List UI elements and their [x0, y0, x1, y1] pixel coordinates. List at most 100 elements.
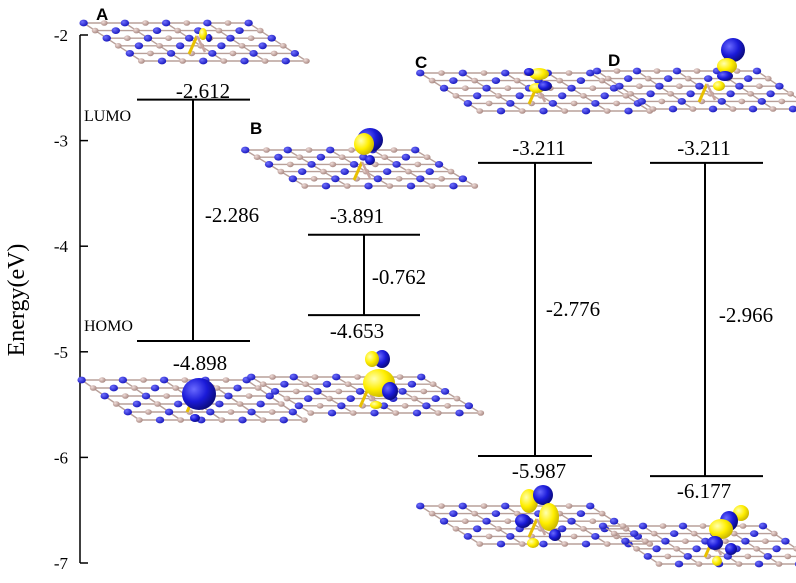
boron-atom — [642, 538, 649, 544]
nitrogen-atom — [491, 77, 501, 84]
nitrogen-atom — [586, 69, 595, 77]
nitrogen-atom — [752, 67, 762, 75]
boron-atom — [485, 533, 493, 540]
nitrogen-atom — [392, 161, 401, 168]
boron-atom — [744, 553, 752, 560]
boron-atom — [300, 417, 308, 423]
nitrogen-atom — [152, 27, 162, 34]
boron-atom — [695, 561, 703, 567]
nitrogen-atom — [632, 67, 642, 75]
nitrogen-atom — [294, 402, 304, 410]
orbital-lobe-positive — [709, 519, 733, 539]
boron-atom — [722, 538, 729, 544]
lumo-value-label: -2.612 — [176, 79, 230, 103]
orbital-lobe-negative — [515, 514, 531, 528]
nitrogen-atom — [398, 388, 407, 395]
boron-atom — [156, 43, 163, 49]
nitrogen-atom — [643, 553, 652, 560]
boron-atom — [222, 377, 230, 383]
band-gap-label: -2.776 — [546, 297, 600, 321]
boron-atom — [135, 417, 143, 423]
boron-atom — [316, 403, 324, 409]
boron-atom — [349, 410, 357, 416]
nitrogen-atom — [159, 376, 169, 384]
boron-atom — [471, 77, 479, 84]
orbital-lobe-positive — [527, 538, 539, 548]
boron-atom — [401, 403, 409, 409]
nitrogen-atom — [280, 380, 289, 388]
band-gap-label: -0.762 — [372, 265, 426, 289]
boron-atom — [735, 561, 743, 567]
nitrogen-atom — [233, 384, 242, 392]
boron-atom — [495, 526, 502, 532]
molecule-c-lumo — [416, 68, 654, 115]
nitrogen-atom — [340, 168, 349, 176]
nitrogen-atom — [326, 146, 335, 154]
nitrogen-atom — [624, 75, 633, 82]
boron-atom — [461, 85, 469, 91]
boron-atom — [784, 553, 792, 560]
boron-atom — [471, 183, 479, 189]
nitrogen-atom — [775, 82, 784, 90]
boron-atom — [453, 395, 461, 402]
boron-atom — [392, 410, 400, 416]
nitrogen-atom — [652, 545, 661, 553]
nitrogen-atom — [586, 502, 595, 510]
nitrogen-atom — [439, 517, 449, 525]
orbital-lobe-negative — [721, 38, 745, 62]
nitrogen-atom — [203, 19, 212, 27]
boron-atom — [320, 168, 327, 175]
nitrogen-atom — [416, 69, 425, 77]
nitrogen-atom — [373, 175, 383, 183]
boron-atom — [133, 27, 140, 34]
boron-atom — [598, 77, 606, 84]
nitrogen-atom — [482, 84, 491, 92]
nitrogen-atom — [123, 408, 133, 416]
boron-atom — [778, 98, 786, 105]
boron-atom — [438, 176, 445, 182]
nitrogen-atom — [758, 522, 768, 530]
nitrogen-atom — [316, 153, 326, 161]
boron-atom — [438, 70, 445, 76]
band-gap-label: -2.966 — [719, 303, 773, 327]
nitrogen-atom — [258, 42, 267, 50]
nitrogen-atom — [215, 400, 224, 408]
boron-atom — [302, 381, 310, 388]
boron-atom — [495, 93, 502, 99]
nitrogen-atom — [548, 100, 558, 107]
orbital-lobe-positive — [199, 28, 207, 40]
nitrogen-atom — [102, 34, 111, 42]
nitrogen-atom — [247, 408, 256, 416]
nitrogen-atom — [279, 416, 288, 424]
boron-atom — [653, 68, 661, 74]
nitrogen-atom — [609, 517, 619, 525]
nitrogen-atom — [581, 107, 591, 115]
nitrogen-atom — [670, 530, 679, 537]
y-tick-label: -2 — [54, 26, 68, 45]
orbital-lobe-positive — [713, 81, 725, 91]
boron-atom — [163, 393, 171, 399]
nitrogen-atom — [496, 540, 506, 548]
orbital-lobe-negative — [382, 382, 398, 400]
nitrogen-atom — [337, 402, 346, 410]
boron-atom — [343, 183, 351, 189]
boron-atom — [664, 553, 672, 560]
nitrogen-atom — [637, 98, 646, 105]
boron-atom — [261, 58, 269, 64]
nitrogen-atom — [431, 395, 440, 402]
nitrogen-atom — [757, 98, 766, 105]
panel-label-d: D — [608, 51, 620, 70]
nitrogen-atom — [411, 146, 420, 154]
nitrogen-atom — [331, 175, 340, 183]
lumo-value-label: -3.211 — [677, 136, 730, 160]
boron-atom — [296, 154, 304, 160]
boron-atom — [229, 50, 237, 57]
orbital-lobe-positive — [354, 133, 374, 155]
nitrogen-atom — [161, 19, 171, 27]
boron-atom — [270, 50, 278, 57]
orbital-lobe-negative — [538, 81, 552, 91]
nitrogen-atom — [157, 57, 167, 65]
boron-atom — [220, 58, 228, 64]
boron-atom — [310, 176, 318, 182]
boron-atom — [556, 77, 564, 84]
